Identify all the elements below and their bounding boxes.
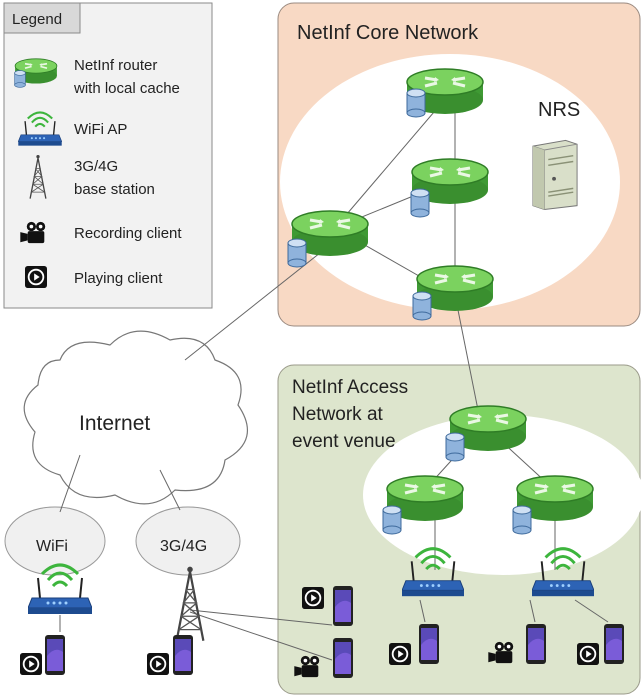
access-router-right-cache-icon — [512, 505, 532, 535]
core-router-edge-cache-icon — [287, 238, 307, 268]
access-network-ellipse — [363, 415, 643, 575]
core-router-middle-cache-icon — [410, 188, 430, 218]
legend-item-router-line2: with local cache — [73, 80, 180, 97]
legend-title-tab — [3, 2, 81, 34]
legend-item-base-line2: base station — [74, 181, 155, 198]
legend-item-base-line1: 3G/4G — [74, 158, 118, 175]
playing-client-cellular-icon — [147, 653, 169, 675]
access-network-title-line1: NetInf Access — [292, 377, 408, 398]
legend-box — [3, 2, 213, 309]
legend: Legend NetInf router with local cache Wi… — [3, 2, 213, 309]
cellular-ellipse — [135, 506, 241, 576]
phone-cellular-icon — [173, 635, 193, 675]
legend-item-router-line1: NetInf router — [74, 57, 157, 74]
phone-venue-1-icon — [419, 624, 439, 664]
phone-wifi-icon — [45, 635, 65, 675]
playing-client-venue-2-icon — [577, 643, 599, 665]
playing-client-remote-icon — [302, 587, 324, 609]
nrs-label: NRS — [538, 99, 580, 121]
internet-label: Internet — [79, 412, 150, 435]
access-network-title-line3: event venue — [292, 431, 396, 452]
core-router-bottom-cache-icon — [412, 291, 432, 321]
legend-playing-client-icon — [25, 266, 47, 288]
access-router-top-cache-icon — [445, 432, 465, 462]
cellular-label: 3G/4G — [160, 538, 207, 555]
legend-item-playing-label: Playing client — [74, 270, 163, 287]
phone-venue-3-icon — [604, 624, 624, 664]
legend-title: Legend — [12, 11, 62, 28]
legend-cache-icon — [14, 70, 26, 88]
phone-remote-recording-icon — [333, 638, 353, 678]
access-router-left-cache-icon — [382, 505, 402, 535]
internet-cloud — [23, 330, 248, 505]
legend-item-recording-label: Recording client — [74, 225, 182, 242]
playing-client-wifi-icon — [20, 653, 42, 675]
phone-remote-playing-icon — [333, 586, 353, 626]
playing-client-venue-1-icon — [389, 643, 411, 665]
legend-item-wifi-label: WiFi AP — [74, 121, 127, 138]
wifi-label: WiFi — [36, 538, 68, 555]
base-station-icon — [175, 565, 205, 642]
access-network-title-line2: Network at — [292, 404, 384, 425]
nrs-server-icon — [532, 139, 578, 211]
core-network-title: NetInf Core Network — [297, 22, 479, 44]
phone-venue-2-icon — [526, 624, 546, 664]
core-router-top-cache-icon — [406, 88, 426, 118]
